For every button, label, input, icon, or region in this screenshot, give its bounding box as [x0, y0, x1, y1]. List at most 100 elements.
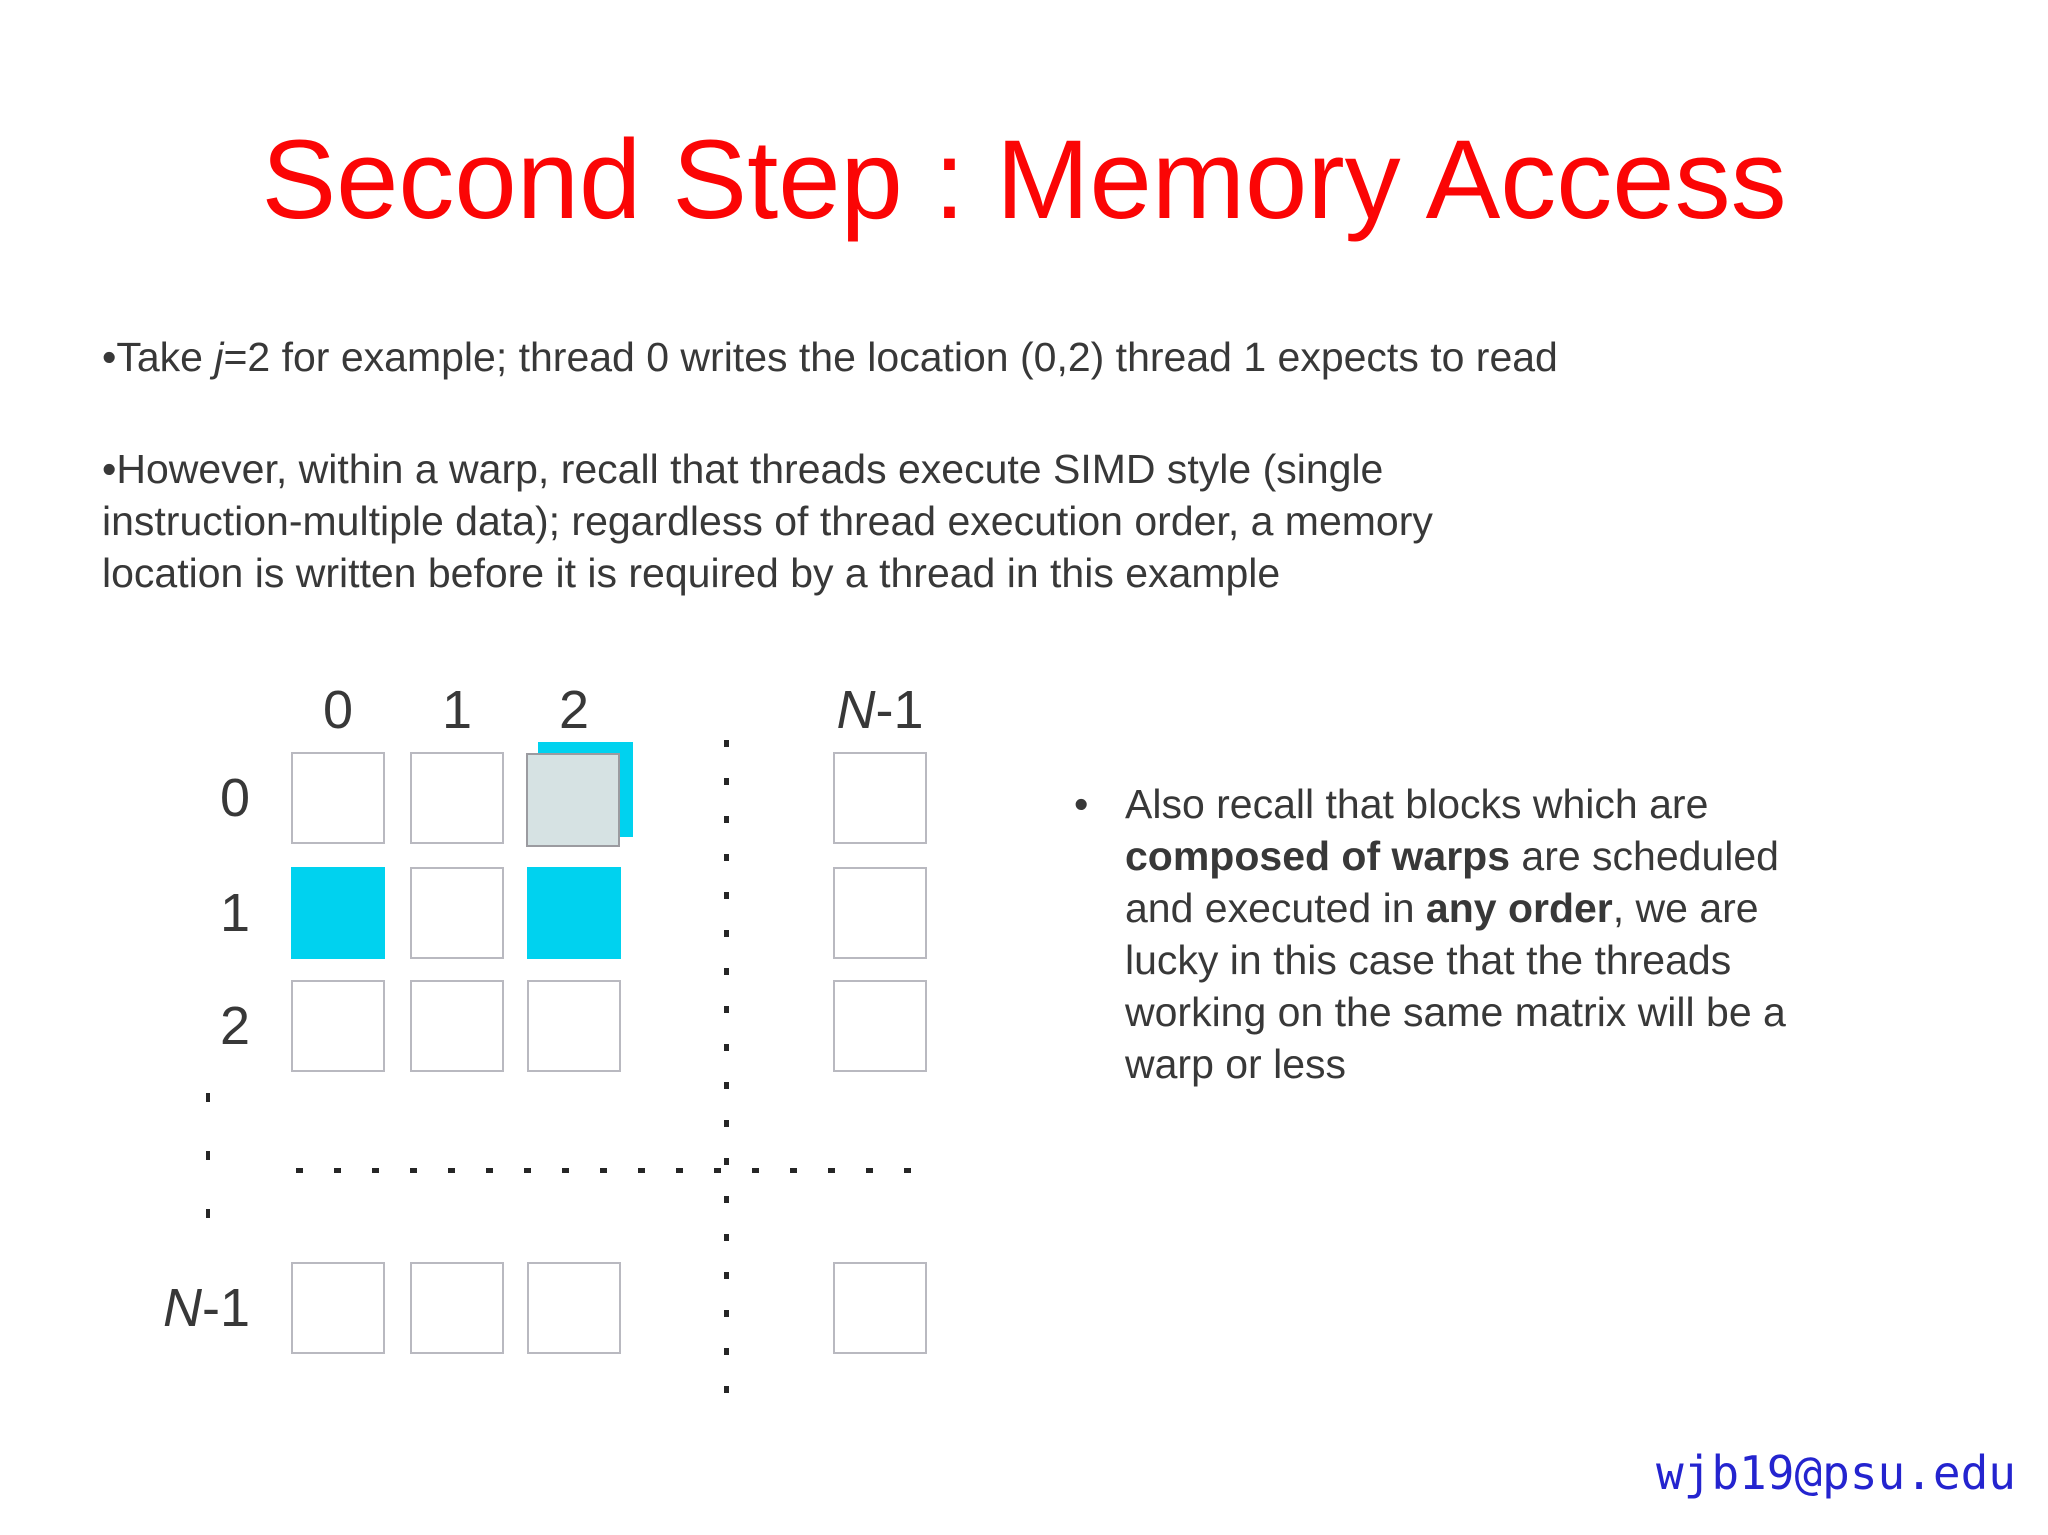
ellipsis-dot-vertical: [724, 854, 729, 861]
text-segment: 1: [441, 680, 473, 740]
ellipsis-dot-vertical: [724, 778, 729, 785]
matrix-row-label: 2: [100, 999, 250, 1053]
text-segment: N: [836, 680, 876, 740]
ellipsis-dot-vertical: [724, 1120, 729, 1127]
text-segment: and executed in: [1125, 885, 1426, 931]
text-segment: 2: [558, 680, 590, 740]
ellipsis-dot-vertical: [724, 1386, 729, 1393]
text-line: instruction-multiple data); regardless o…: [102, 498, 1433, 544]
ellipsis-dot-horizontal: [486, 1168, 493, 1173]
matrix-cell: [833, 867, 927, 959]
ellipsis-dot-horizontal: [410, 1168, 417, 1173]
text-segment: 1: [219, 883, 250, 943]
matrix-cell: [291, 1262, 385, 1354]
matrix-cell-layer-front: [526, 753, 620, 847]
ellipsis-dot-horizontal: [334, 1168, 341, 1173]
ellipsis-dot-vertical: [724, 930, 729, 937]
ellipsis-dot-horizontal: [524, 1168, 531, 1173]
text-segment: j: [214, 334, 224, 380]
text-line: location is written before it is require…: [102, 550, 1281, 596]
text-segment: lucky in this case that the threads: [1125, 937, 1732, 983]
footer-email: wjb19@psu.edu: [1655, 1446, 2016, 1500]
matrix-cell: [410, 752, 504, 844]
matrix-cell: [833, 752, 927, 844]
matrix-cell: [527, 980, 621, 1072]
text-line: •Take j=2 for example; thread 0 writes t…: [102, 331, 1558, 383]
matrix-col-label: N-1: [836, 683, 923, 737]
ellipsis-dot-vertical: [724, 740, 729, 747]
text-segment: are scheduled: [1510, 833, 1779, 879]
ellipsis-dot-horizontal: [372, 1168, 379, 1173]
ellipsis-dot-vertical: [724, 968, 729, 975]
matrix-cell: [833, 980, 927, 1072]
matrix-cell: [291, 752, 385, 844]
text-segment: •Take: [102, 334, 215, 380]
matrix-cell-highlighted: [291, 867, 385, 959]
ellipsis-dot-vertical: [724, 1158, 729, 1165]
ellipsis-dot-horizontal: [714, 1168, 721, 1173]
text-line: composed of warps are scheduled: [1125, 830, 2004, 882]
ellipsis-dot-horizontal: [904, 1168, 911, 1173]
ellipsis-dot-horizontal: [448, 1168, 455, 1173]
text-line: •However, within a warp, recall that thr…: [102, 446, 1384, 492]
ellipsis-dot-vertical: [724, 892, 729, 899]
text-segment: 0: [322, 680, 354, 740]
ellipsis-dot-rows: [206, 1209, 210, 1218]
text-segment: -1: [875, 680, 924, 740]
ellipsis-dot-vertical: [724, 1196, 729, 1203]
bullet-take-j2: •Take j=2 for example; thread 0 writes t…: [102, 331, 1558, 383]
text-segment: , we are: [1612, 885, 1759, 931]
text-segment: any order: [1425, 885, 1613, 931]
ellipsis-dot-vertical: [724, 1272, 729, 1279]
matrix-cell: [410, 1262, 504, 1354]
bullet-however-simd: •However, within a warp, recall that thr…: [102, 443, 1433, 599]
text-segment: composed of warps: [1125, 833, 1511, 879]
matrix-row-label: 1: [100, 886, 250, 940]
matrix-cell: [833, 1262, 927, 1354]
ellipsis-dot-vertical: [724, 1310, 729, 1317]
text-line: warp or less: [1125, 1038, 2004, 1090]
matrix-cell-highlighted: [527, 867, 621, 959]
text-segment: working on the same matrix will be a: [1125, 989, 1786, 1035]
text-segment: 0: [219, 768, 250, 828]
text-segment: Also recall that blocks which are: [1125, 781, 1709, 827]
matrix-col-label: 2: [559, 683, 589, 737]
ellipsis-dot-horizontal: [296, 1168, 303, 1173]
ellipsis-dot-horizontal: [828, 1168, 835, 1173]
slide-title: Second Step : Memory Access: [261, 117, 1787, 242]
bullet-marker: •: [1074, 781, 1089, 827]
text-line: and executed in any order, we are: [1125, 882, 2004, 934]
matrix-col-label: 1: [442, 683, 472, 737]
ellipsis-dot-rows: [206, 1151, 210, 1160]
ellipsis-dot-vertical: [724, 816, 729, 823]
ellipsis-dot-vertical: [724, 1044, 729, 1051]
matrix-col-label: 0: [323, 683, 353, 737]
text-segment: -1: [201, 1278, 250, 1338]
text-segment: warp or less: [1125, 1041, 1347, 1087]
text-line: Also recall that blocks which are: [1125, 778, 2004, 830]
ellipsis-dot-horizontal: [562, 1168, 569, 1173]
ellipsis-dot-rows: [206, 1093, 210, 1102]
matrix-cell: [410, 980, 504, 1072]
text-segment: N: [162, 1278, 202, 1338]
ellipsis-dot-vertical: [724, 1082, 729, 1089]
matrix-cell: [291, 980, 385, 1072]
ellipsis-dot-horizontal: [752, 1168, 759, 1173]
ellipsis-dot-vertical: [724, 1348, 729, 1355]
ellipsis-dot-vertical: [724, 1234, 729, 1241]
matrix-row-label: 0: [100, 771, 250, 825]
ellipsis-dot-horizontal: [790, 1168, 797, 1173]
ellipsis-dot-horizontal: [638, 1168, 645, 1173]
text-line: lucky in this case that the threads: [1125, 934, 2004, 986]
ellipsis-dot-horizontal: [866, 1168, 873, 1173]
matrix-cell: [410, 867, 504, 959]
matrix-row-label: N-1: [100, 1281, 250, 1335]
text-segment: =2 for example; thread 0 writes the loca…: [223, 334, 1558, 380]
ellipsis-dot-horizontal: [676, 1168, 683, 1173]
matrix-cell: [527, 1262, 621, 1354]
text-line: working on the same matrix will be a: [1125, 986, 2004, 1038]
text-segment: 2: [219, 996, 250, 1056]
